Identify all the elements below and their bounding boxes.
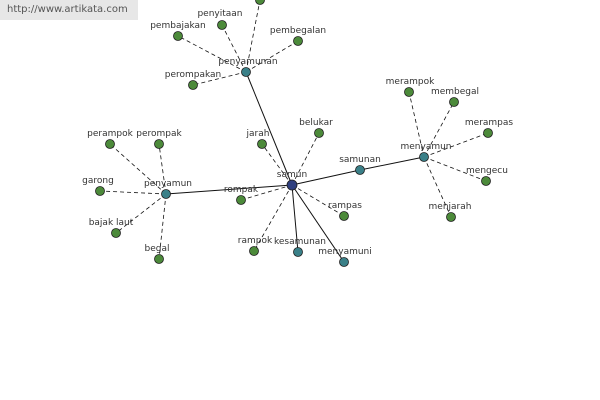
node-label-penyitaan: penyitaan (197, 9, 242, 19)
node-pembajakan[interactable] (173, 31, 183, 41)
node-label-merampas: merampas (465, 118, 514, 128)
node-label-perampok: perampok (87, 129, 133, 139)
edge-penyamunan-pembegalan (245, 40, 299, 73)
node-label-samunan: samunan (339, 155, 381, 165)
node-samunan[interactable] (355, 165, 365, 175)
node-membegal[interactable] (449, 97, 459, 107)
node-label-bajak-laut: bajak laut (89, 218, 134, 228)
edge-penyamun-perampok (109, 143, 167, 195)
node-mengecu[interactable] (481, 176, 491, 186)
edge-penyamun-bajak-laut (115, 193, 167, 234)
edge-penyamunan-penyitaan (221, 24, 247, 73)
node-label-pembajakan: pembajakan (150, 21, 206, 31)
edge-penyamunan-top-cut (245, 0, 261, 73)
node-merampok[interactable] (404, 87, 414, 97)
node-menyamun[interactable] (419, 152, 429, 162)
edge-samun-rampok (253, 184, 293, 252)
node-label-mengecu: mengecu (466, 166, 508, 176)
node-penyamunan[interactable] (241, 67, 251, 77)
edge-samun-penyamunan (245, 71, 293, 186)
node-label-menjarah: menjarah (429, 202, 472, 212)
node-label-kesamunan: kesamunan (274, 237, 326, 247)
edge-penyamun-perompak (158, 143, 167, 195)
edge-penyamunan-pembajakan (177, 35, 247, 73)
edge-menyamun-merampas (423, 132, 489, 158)
node-label-jarah: jarah (246, 129, 270, 139)
watermark-url: http://www.artikata.com (0, 0, 138, 20)
edge-penyamunan-perompakan (192, 71, 247, 86)
node-label-perompak: perompak (136, 129, 182, 139)
node-label-rampas: rampas (328, 201, 362, 211)
node-rampok[interactable] (249, 246, 259, 256)
node-label-menyamun: menyamun (400, 142, 451, 152)
node-label-perompakan: perompakan (165, 70, 222, 80)
node-label-samun: samun (277, 170, 307, 180)
node-samun[interactable] (286, 179, 298, 191)
edge-samun-belukar (291, 132, 320, 186)
node-perompak[interactable] (154, 139, 164, 149)
node-label-penyamunan: penyamunan (218, 57, 277, 67)
node-perampok[interactable] (105, 139, 115, 149)
node-begal[interactable] (154, 254, 164, 264)
edge-samun-rompak (240, 184, 293, 201)
edge-penyamun-garong (99, 190, 167, 195)
node-label-rampok: rampok (238, 236, 273, 246)
edge-samun-samunan (291, 169, 361, 186)
edge-samunan-menyamun (359, 156, 425, 171)
edge-menyamun-membegal (423, 101, 455, 158)
edge-samun-penyamun (165, 184, 293, 195)
edge-samun-kesamunan (291, 184, 299, 253)
node-garong[interactable] (95, 186, 105, 196)
node-label-menyamuni: menyamuni (318, 247, 372, 257)
node-label-begal: begal (145, 244, 170, 254)
edge-penyamun-begal (158, 193, 167, 260)
edge-samun-rampas (291, 184, 345, 217)
node-bajak-laut[interactable] (111, 228, 121, 238)
node-label-garong: garong (82, 176, 114, 186)
node-belukar[interactable] (314, 128, 324, 138)
edge-layer (99, 0, 489, 263)
node-jarah[interactable] (257, 139, 267, 149)
node-label-rompak: rompak (224, 185, 259, 195)
edge-menyamun-menjarah (423, 156, 452, 218)
node-pembegalan[interactable] (293, 36, 303, 46)
edge-samun-menyamuni (291, 184, 345, 263)
node-top-cut[interactable] (255, 0, 265, 5)
node-penyamun[interactable] (161, 189, 171, 199)
node-label-merampok: merampok (386, 77, 436, 87)
node-merampas[interactable] (483, 128, 493, 138)
node-kesamunan[interactable] (293, 247, 303, 257)
edge-samun-jarah (261, 143, 293, 186)
node-label-membegal: membegal (431, 87, 479, 97)
node-rompak[interactable] (236, 195, 246, 205)
node-label-penyamun: penyamun (144, 179, 192, 189)
node-menyamuni[interactable] (339, 257, 349, 267)
node-rampas[interactable] (339, 211, 349, 221)
node-penyitaan[interactable] (217, 20, 227, 30)
node-layer (95, 0, 493, 267)
node-perompakan[interactable] (188, 80, 198, 90)
node-label-pembegalan: pembegalan (270, 26, 326, 36)
label-layer: samun penyamunan penyamun samunan menyamun ke… (82, 9, 513, 257)
node-label-belukar: belukar (299, 118, 333, 128)
node-menjarah[interactable] (446, 212, 456, 222)
